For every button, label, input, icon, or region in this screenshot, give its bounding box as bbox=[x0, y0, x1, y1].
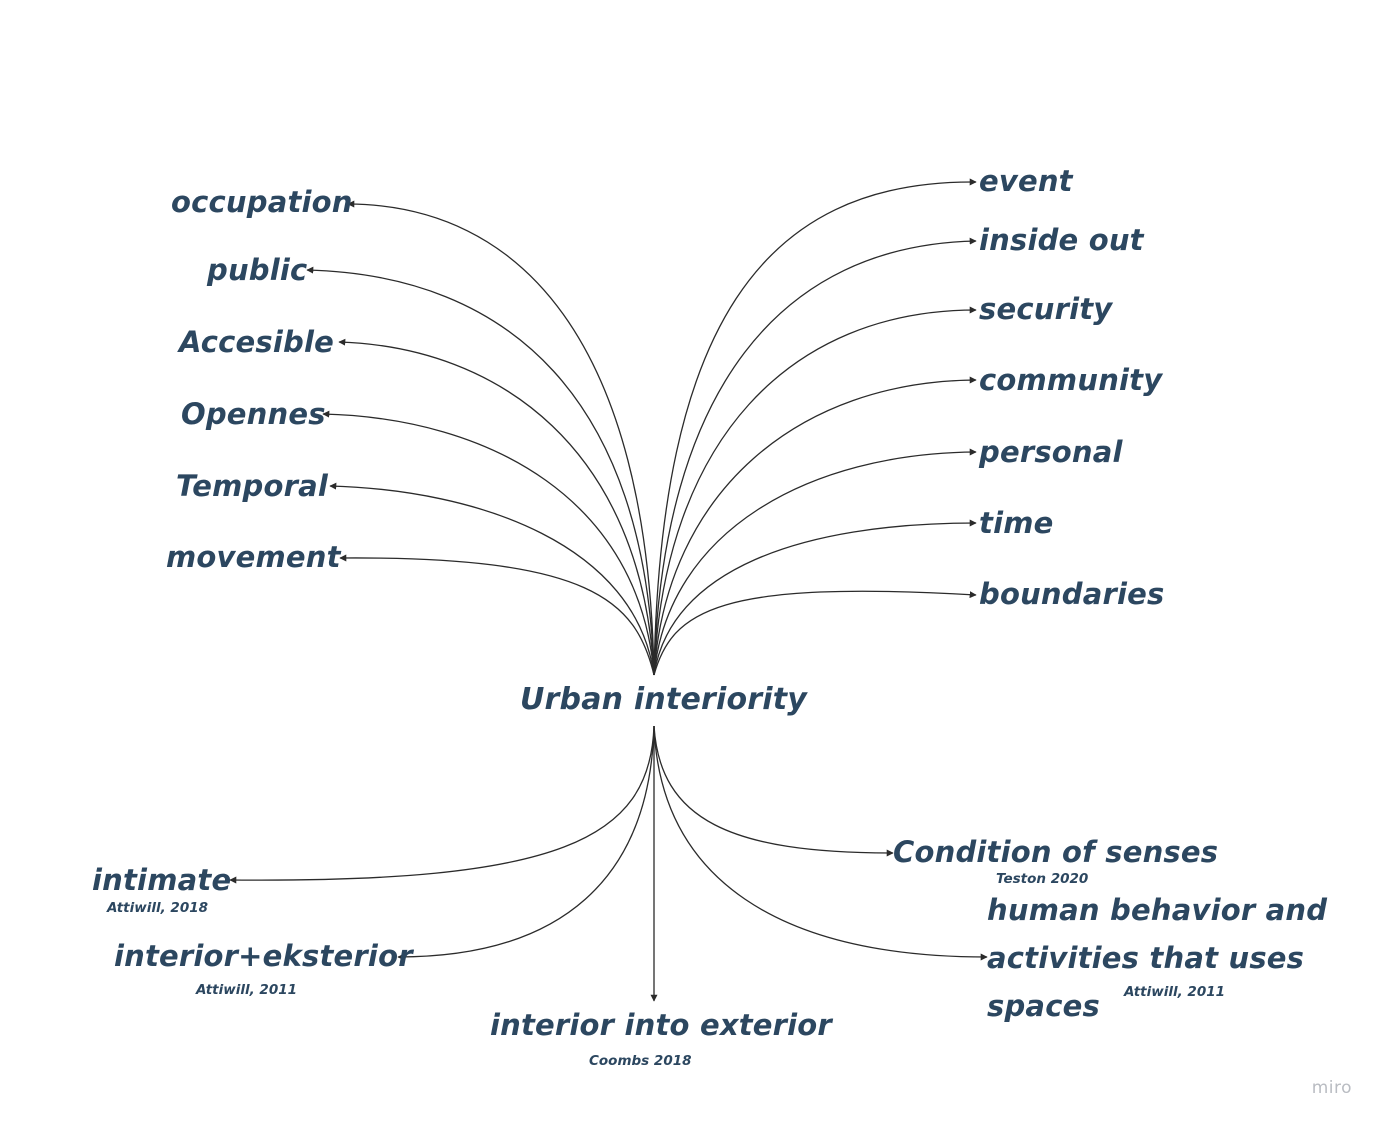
node-label-human-behavior: human behavior and activities that uses … bbox=[987, 893, 1328, 1023]
node-label-temporal: Temporal bbox=[176, 469, 329, 503]
node-label-occupation: occupation bbox=[171, 185, 353, 219]
connector-human-behavior bbox=[653, 725, 988, 961]
citation-human-behavior: Attiwill, 2011 bbox=[1124, 984, 1225, 1000]
connector-boundaries bbox=[653, 590, 977, 676]
citation-intimate: Attiwill, 2018 bbox=[107, 900, 208, 916]
connector-public bbox=[306, 266, 655, 676]
node-label-personal: personal bbox=[979, 435, 1123, 469]
node-label-community: community bbox=[979, 363, 1163, 397]
connector-interior-eksterior bbox=[397, 725, 655, 961]
central-node-label: Urban interiority bbox=[520, 682, 808, 717]
connector-community bbox=[653, 376, 977, 676]
miro-watermark: miro bbox=[1311, 1078, 1352, 1098]
connector-movement bbox=[339, 554, 655, 676]
connector-personal bbox=[653, 448, 977, 676]
connector-intimate bbox=[229, 725, 655, 884]
citation-condition-of-senses: Teston 2020 bbox=[996, 871, 1089, 887]
connector-accesible bbox=[338, 338, 655, 676]
node-label-inside-out: inside out bbox=[979, 223, 1144, 257]
node-label-security: security bbox=[979, 292, 1113, 326]
node-label-public: public bbox=[207, 253, 308, 287]
node-label-time: time bbox=[979, 506, 1054, 540]
node-label-movement: movement bbox=[166, 540, 341, 574]
node-label-event: event bbox=[979, 164, 1073, 198]
node-label-interior-into-exterior: interior into exterior bbox=[490, 1008, 832, 1042]
citation-interior-eksterior: Attiwill, 2011 bbox=[196, 982, 297, 998]
node-label-condition-of-senses: Condition of senses bbox=[893, 835, 1219, 869]
connector-opennes bbox=[322, 410, 655, 676]
connector-occupation bbox=[347, 200, 655, 676]
connector-security bbox=[653, 306, 977, 676]
connector-event bbox=[653, 178, 977, 676]
citation-interior-into-exterior: Coombs 2018 bbox=[589, 1053, 692, 1069]
node-label-interior-eksterior: interior+eksterior bbox=[114, 939, 413, 973]
node-label-boundaries: boundaries bbox=[979, 577, 1165, 611]
node-label-accesible: Accesible bbox=[179, 325, 334, 359]
node-label-opennes: Opennes bbox=[181, 397, 326, 431]
connector-inside-out bbox=[653, 237, 977, 676]
connector-condition-of-senses bbox=[653, 725, 894, 857]
connector-time bbox=[653, 519, 977, 676]
node-label-intimate: intimate bbox=[92, 863, 232, 897]
connector-temporal bbox=[329, 482, 655, 676]
